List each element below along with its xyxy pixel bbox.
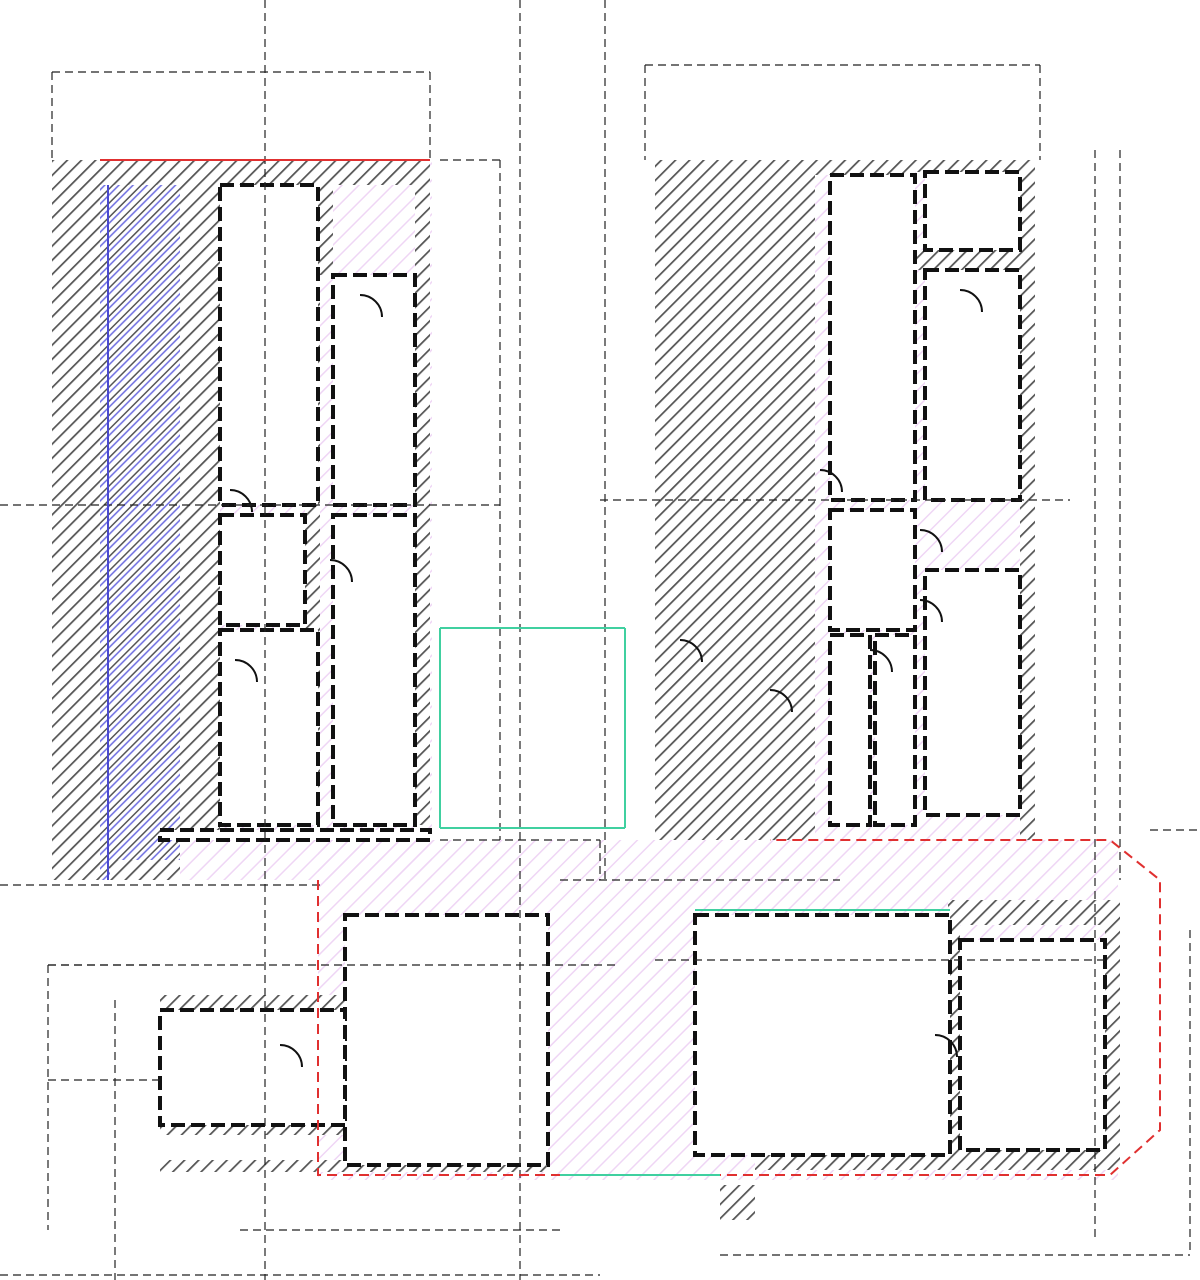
hatched-wall bbox=[52, 160, 430, 185]
door-swing bbox=[359, 294, 383, 318]
room bbox=[923, 170, 1022, 252]
outline-accents bbox=[100, 159, 1161, 1176]
hatched-wall bbox=[815, 160, 915, 175]
door-swing bbox=[279, 1044, 303, 1068]
room bbox=[828, 508, 917, 632]
hatched-wall bbox=[160, 1125, 350, 1135]
room bbox=[923, 268, 1022, 502]
door-swing bbox=[329, 559, 353, 583]
door-swing bbox=[234, 659, 258, 683]
room bbox=[158, 1008, 347, 1127]
hatched-wall bbox=[1020, 160, 1035, 840]
door-swing bbox=[819, 469, 843, 493]
room bbox=[693, 913, 952, 1157]
hatched-wall bbox=[180, 185, 220, 830]
hatched-wall bbox=[1105, 900, 1120, 1170]
door-swing bbox=[919, 529, 943, 553]
rooms bbox=[158, 170, 1107, 1167]
door-swing bbox=[959, 289, 983, 313]
room bbox=[218, 183, 320, 507]
room bbox=[331, 513, 417, 827]
room bbox=[218, 628, 320, 827]
room bbox=[873, 633, 917, 827]
hatched-wall bbox=[720, 1185, 755, 1220]
door-swing bbox=[229, 489, 253, 513]
room bbox=[331, 273, 417, 507]
extension-outline bbox=[317, 839, 1161, 1176]
room bbox=[923, 568, 1022, 817]
hatched-areas bbox=[52, 160, 1120, 1220]
room bbox=[958, 938, 1107, 1152]
door-swing bbox=[934, 1034, 958, 1058]
door-swing bbox=[679, 639, 703, 663]
door-swing bbox=[869, 649, 893, 673]
room bbox=[158, 828, 432, 842]
hatched-wall bbox=[160, 995, 350, 1010]
hatched-wall bbox=[100, 185, 180, 880]
room bbox=[343, 913, 550, 1167]
room bbox=[828, 173, 917, 502]
door-swing bbox=[769, 689, 793, 713]
hatched-wall bbox=[110, 860, 180, 880]
door-swing bbox=[919, 599, 943, 623]
hatched-wall bbox=[948, 900, 1110, 925]
room bbox=[218, 513, 307, 627]
room bbox=[828, 633, 872, 827]
hatched-wall bbox=[915, 160, 1020, 172]
hatched-wall bbox=[915, 250, 1020, 270]
hatched-wall bbox=[318, 185, 333, 275]
hatched-wall bbox=[52, 160, 102, 880]
